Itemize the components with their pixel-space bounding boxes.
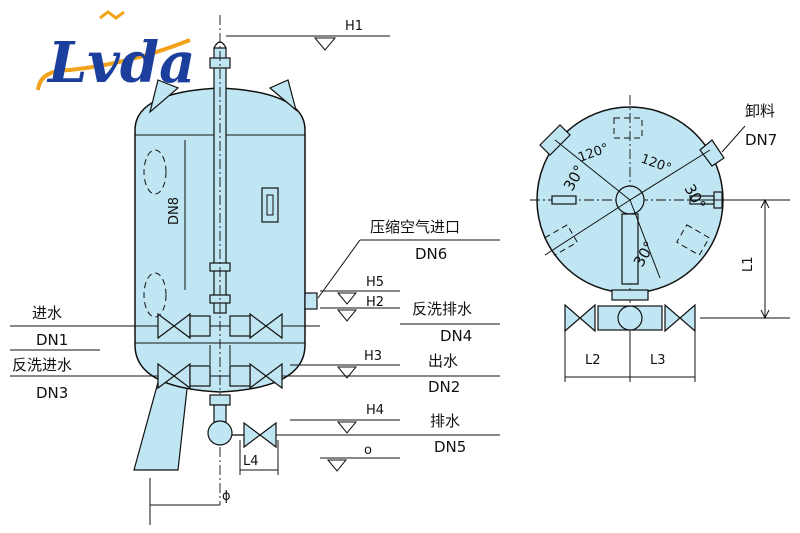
support-leg [133,374,189,471]
nozzle-left [551,195,577,205]
h4-label: H4 [366,403,384,418]
nozzle-upper-right [699,139,725,167]
air-inlet-nozzle [304,292,318,310]
radial-bottom [629,199,661,279]
compressed-air-label: 压缩空气进口 [370,218,460,236]
h1-label: H1 [345,19,363,34]
hatch-left [544,224,578,256]
dn2-label: DN2 [428,378,460,396]
dn3-label: DN3 [36,384,68,402]
top-view-valve-left [564,303,596,333]
lvda-logo: Lvda [36,10,195,96]
h2-marker [336,309,358,322]
l1-arrow-top [760,198,770,209]
dn6-pointer [317,239,361,299]
lifting-lug-left [148,79,180,114]
l1-arrow-bottom [760,309,770,320]
dn6-label: DN6 [415,245,447,263]
center-pipe-down [621,213,639,285]
lifting-lug-right [268,79,298,112]
dn5-label: DN5 [434,438,466,456]
valve-dn2 [249,362,283,390]
logo-swoosh [36,38,191,91]
valve-dn5 [243,421,277,449]
l1-label: L1 [741,256,756,272]
o-marker [326,459,348,472]
radial-lower-left [544,199,631,256]
unload-label: 卸料 [745,102,775,120]
valve-dn3 [157,362,191,390]
vessel-top-view: 120° 120° 30° 30° 30° [530,95,740,333]
sight-glass [261,187,279,223]
top-view-manifold-tee [617,305,643,331]
dn7-leader [721,125,746,153]
radial-upper-right [629,149,711,201]
backwash-inlet-label: 反洗进水 [12,356,72,374]
manhole-upper [143,149,167,195]
valve-body-dn1 [189,315,211,337]
sight-glass-window [266,194,274,216]
h1-marker [313,37,337,51]
h5-marker [336,292,358,305]
phi-label: ϕ [222,489,231,504]
l4-label: L4 [243,454,259,469]
radial-upper-left [554,139,631,201]
inlet-water-label: 进水 [32,304,62,322]
top-view-valve-right [664,303,696,333]
drain-label: 排水 [430,412,460,430]
valve-body-dn2 [229,365,251,387]
dimensions-right: 卸料 DN7 L1 L2 L3 [564,102,790,382]
drain-flange [209,394,231,406]
drain-elbow [207,420,233,446]
valve-body-dn3 [189,365,211,387]
h3-label: H3 [364,349,382,364]
backwash-drain-label: 反洗排水 [412,300,472,318]
dn4-label: DN4 [440,327,472,345]
l3-label: L3 [650,353,666,368]
drain-assembly [207,394,500,449]
dn1-label: DN1 [36,331,68,349]
hatch-top [613,117,643,139]
dimensions-left: H1 H5 H2 H3 H4 o L4 ϕ 进水 DN1 反洗进水 [10,19,500,525]
o-label: o [364,443,372,458]
dn7-label: DN7 [745,131,777,149]
h3-marker [336,366,358,379]
l2-label: L2 [585,353,601,368]
top-view-manifold-flange [611,289,649,301]
valve-body-dn4 [229,315,251,337]
valve-row-middle [10,345,500,390]
h5-label: H5 [366,275,384,290]
manhole-lower [143,272,167,318]
outlet-water-label: 出水 [428,352,458,370]
h2-label: H2 [366,295,384,310]
vessel-left: DN8 [133,15,318,505]
valve-row-upper [10,312,320,340]
h4-marker [336,421,358,434]
dn8-label: DN8 [167,197,182,225]
logo-accent-mark [99,10,125,20]
